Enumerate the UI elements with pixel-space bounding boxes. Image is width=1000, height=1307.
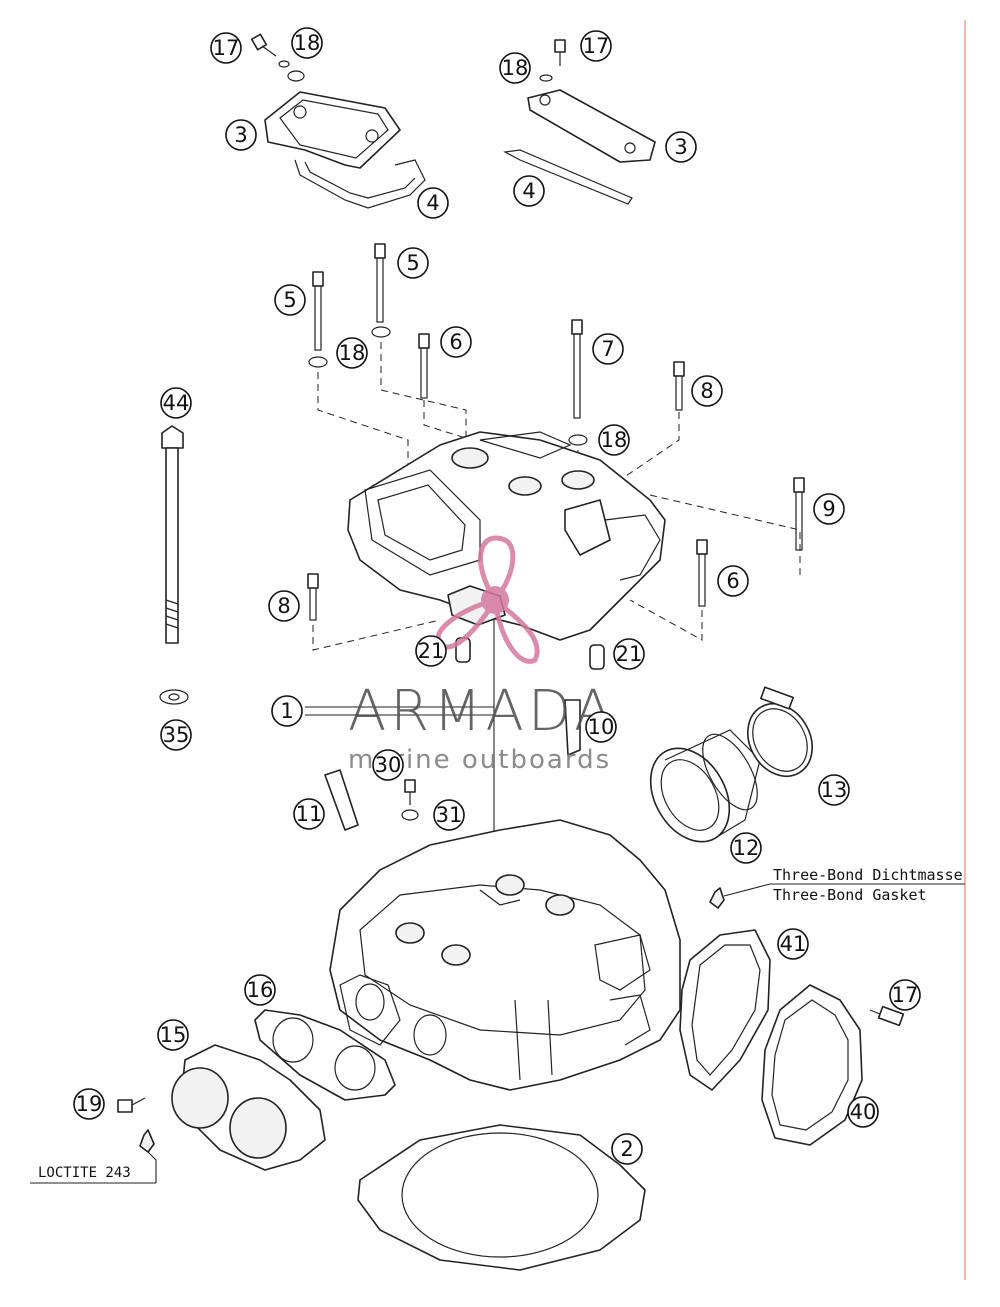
svg-text:5: 5 [406,251,419,275]
note-loctite: LOCTITE 243 [38,1165,131,1181]
callout-18: 18 [291,27,323,59]
svg-text:17: 17 [892,983,919,1007]
callout-40: 40 [847,1096,879,1128]
svg-text:35: 35 [163,723,190,747]
callout-16: 16 [244,974,276,1006]
svg-text:4: 4 [522,179,535,203]
svg-text:5: 5 [283,288,296,312]
callout-2: 2 [611,1133,643,1165]
callout-18: 18 [598,424,630,456]
callout-15: 15 [157,1019,189,1051]
cover-40 [761,984,905,1146]
callout-6: 6 [717,565,749,597]
svg-text:17: 17 [213,36,240,60]
loctite-label: LOCTITE 243 [30,1165,156,1184]
svg-text:2: 2 [620,1137,633,1161]
svg-text:3: 3 [674,135,687,159]
svg-text:40: 40 [850,1100,877,1124]
callout-18: 18 [499,52,531,84]
svg-text:19: 19 [76,1092,103,1116]
svg-text:8: 8 [700,379,713,403]
svg-text:16: 16 [247,978,274,1002]
sealant-drop [709,883,965,909]
clamp-13 [747,686,813,777]
callout-1: 1 [271,695,303,727]
svg-text:44: 44 [163,391,190,415]
leader-1 [305,706,494,716]
svg-text:3: 3 [234,123,247,147]
callout-44: 44 [160,387,192,419]
head-gasket-2 [357,1124,646,1271]
bolt-17-left [250,33,305,82]
cylinder-head [329,819,681,1091]
stud-44 [159,425,189,705]
svg-text:18: 18 [601,428,628,452]
callout-11: 11 [293,798,325,830]
svg-text:1: 1 [280,699,293,723]
intake-gasket-16 [254,1009,396,1101]
watermark-title: ARMADA [348,679,616,744]
callout-21: 21 [415,635,447,667]
callout-19: 19 [73,1088,105,1120]
callout-17: 17 [210,32,242,64]
svg-text:7: 7 [601,337,614,361]
callout-3: 3 [665,131,697,163]
svg-text:31: 31 [436,803,463,827]
callout-17: 17 [580,30,612,62]
callout-5: 5 [397,247,429,279]
callout-21: 21 [613,638,645,670]
callout-41: 41 [777,928,809,960]
note-threebond-en: Three-Bond Gasket [773,886,927,904]
callout-31: 31 [433,799,465,831]
valve-cover-left [264,91,426,209]
callout-30: 30 [372,749,404,781]
svg-text:41: 41 [780,932,807,956]
svg-text:6: 6 [726,569,739,593]
callout-4: 4 [417,187,449,219]
svg-text:15: 15 [160,1023,187,1047]
svg-text:21: 21 [616,642,643,666]
svg-text:8: 8 [277,594,290,618]
svg-text:4: 4 [426,191,439,215]
svg-text:18: 18 [339,341,366,365]
callout-8: 8 [691,375,723,407]
svg-text:18: 18 [502,56,529,80]
callout-6: 6 [440,326,472,358]
note-threebond-de: Three-Bond Dichtmasse [773,866,963,884]
svg-text:13: 13 [821,778,848,802]
callout-35: 35 [160,719,192,751]
svg-text:18: 18 [294,31,321,55]
svg-text:9: 9 [822,497,835,521]
callout-8: 8 [268,590,300,622]
valve-cover-right [503,39,656,205]
svg-text:6: 6 [449,330,462,354]
small-parts-mid [324,699,581,831]
bolt-19 [117,1097,157,1183]
intake-manifold-15 [171,1044,326,1171]
bolts-upper [307,243,805,621]
callout-18: 18 [336,337,368,369]
callout-10: 10 [585,711,617,743]
svg-text:30: 30 [375,753,402,777]
callout-17: 17 [889,979,921,1011]
svg-text:11: 11 [296,802,323,826]
assembly-lines [312,342,801,840]
callout-12: 12 [730,832,762,864]
svg-text:10: 10 [588,715,615,739]
callout-5: 5 [274,284,306,316]
callout-7: 7 [592,333,624,365]
callout-3: 3 [225,119,257,151]
callout-4: 4 [513,175,545,207]
dowels-21 [455,637,605,670]
callout-9: 9 [813,493,845,525]
svg-text:17: 17 [583,34,610,58]
callout-13: 13 [818,774,850,806]
svg-text:21: 21 [418,639,445,663]
gasket-41 [679,929,771,1091]
svg-text:12: 12 [733,836,760,860]
